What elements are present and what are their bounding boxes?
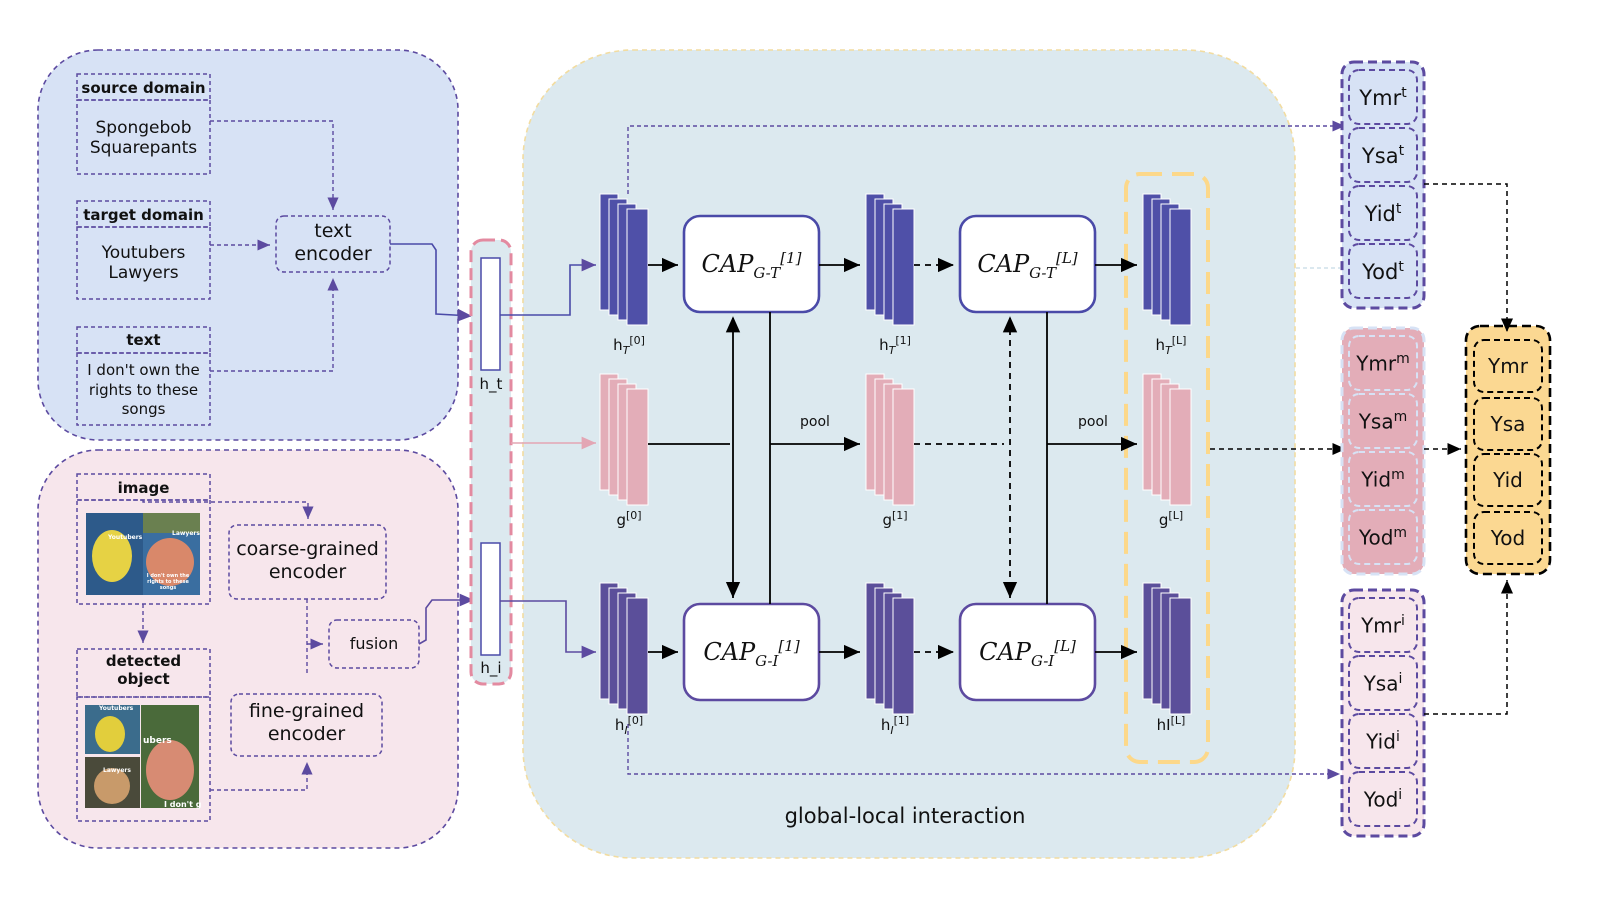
g1-label: g[1] [882, 509, 908, 529]
fine-grained-encoder: fine-grained encoder [248, 700, 365, 745]
output-yid-i: Yidi [1366, 729, 1400, 754]
cap-gt-l-box [958, 214, 1097, 314]
cap-gt-1-label: CAPG-T[1] [701, 249, 802, 282]
final-yod: Yod [1490, 526, 1526, 550]
cap-gt-1-box [682, 214, 821, 314]
pool-label-1: pool [800, 414, 830, 430]
meme-caption-rights: I don't own the rights to these songs [146, 573, 190, 591]
meme-caption-youtubers: Youtubers [108, 534, 143, 541]
text-header: text [126, 331, 161, 349]
source-domain-value: Spongebob Squarepants [89, 118, 198, 159]
source-domain-header: source domain [81, 79, 206, 97]
crop-caption-dont: I don't g [164, 800, 202, 809]
stack-hil [1142, 582, 1192, 715]
ht1-label: hT[1] [879, 334, 911, 357]
cap-gi-1-label: CAPG-I[1] [703, 637, 800, 670]
crop-caption-lawyers: Lawyers [103, 767, 131, 774]
target-domain-header: target domain [83, 206, 204, 224]
stack-gl [1142, 373, 1192, 506]
target-domain-value: Youtubers Lawyers [101, 243, 186, 284]
crop-caption-ubers: ubers [143, 736, 172, 746]
stack-hi0 [599, 582, 649, 715]
fusion-module: fusion [349, 634, 399, 653]
detected-object-images [85, 705, 199, 808]
output-ysa-m: Ysam [1358, 409, 1408, 434]
h-t-label: h_t [479, 375, 503, 393]
final-layer-frame [1124, 172, 1210, 764]
output-ymr-m: Ymrm [1356, 351, 1410, 376]
htl-label: hT[L] [1155, 334, 1187, 357]
coarse-grained-encoder: coarse-grained encoder [236, 538, 379, 583]
text-encoder: text encoder [294, 220, 372, 265]
image-header: image [117, 479, 170, 497]
crop-caption-youtubers: Youtubers [99, 705, 134, 712]
hi0-label: hI[0] [614, 714, 644, 737]
gl-label: g[L] [1158, 509, 1184, 529]
final-yid: Yid [1493, 468, 1523, 492]
global-local-title: global-local interaction [784, 804, 1026, 828]
g0-label: g[0] [616, 509, 642, 529]
h-i-label: h_i [480, 659, 502, 677]
detected-object-header: detected object [105, 652, 182, 688]
output-ysa-i: Ysai [1363, 671, 1403, 696]
stack-g1 [865, 373, 915, 506]
output-yod-t: Yodt [1362, 259, 1404, 284]
cap-gi-l-label: CAPG-I[L] [979, 637, 1076, 670]
hil-label: hI[L] [1156, 714, 1186, 734]
output-ysa-t: Ysat [1361, 143, 1405, 168]
pool-label-l: pool [1078, 414, 1108, 430]
final-ysa: Ysa [1490, 412, 1526, 436]
output-ymr-i: Ymri [1361, 613, 1405, 638]
stack-ht1 [865, 193, 915, 326]
stack-g0 [599, 373, 649, 506]
output-yod-m: Yodm [1358, 525, 1408, 550]
text-value: I don't own the rights to these songs [87, 361, 200, 418]
stack-hi1 [865, 582, 915, 715]
stack-ht0 [599, 193, 649, 326]
output-yod-i: Yodi [1363, 787, 1403, 812]
final-ymr: Ymr [1488, 354, 1528, 378]
ht0-label: hT[0] [613, 334, 645, 357]
meme-image [86, 513, 200, 595]
meme-caption-lawyers: Lawyers [172, 530, 200, 537]
output-yid-m: Yidm [1361, 467, 1405, 492]
output-ymr-t: Ymrt [1359, 85, 1407, 110]
hi1-label: hI[1] [880, 714, 910, 737]
stack-htl [1142, 193, 1192, 326]
output-yid-t: Yidt [1364, 201, 1402, 226]
cap-gt-l-label: CAPG-T[L] [977, 249, 1078, 282]
